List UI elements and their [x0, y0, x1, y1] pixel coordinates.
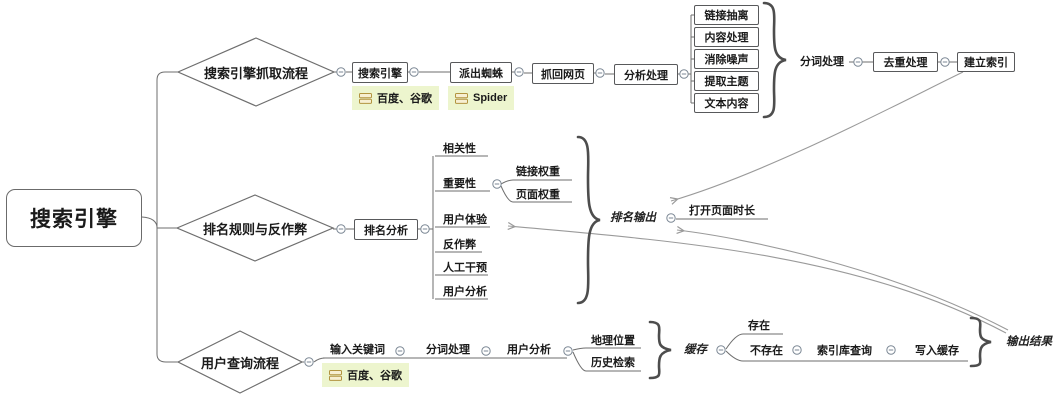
summary-topic-output-result[interactable]: 输出结果	[1006, 334, 1052, 348]
collapse-icon[interactable]	[481, 346, 491, 356]
branch-topic-crawl-process-label: 搜索引擎抓取流程	[203, 65, 308, 81]
topic-dedup[interactable]: 去重处理	[873, 52, 938, 72]
topic-word-segmentation-query[interactable]: 分词处理	[426, 344, 470, 356]
branch-topic-ranking-rules-shape2[interactable]	[175, 194, 335, 262]
collapse-icon[interactable]	[409, 67, 419, 77]
label-spider[interactable]: Spider	[448, 86, 515, 110]
collapse-icon[interactable]	[679, 69, 689, 79]
collapse-icon[interactable]	[492, 179, 502, 189]
root-topic[interactable]: 搜索引擎	[6, 189, 142, 247]
topic-relevance[interactable]: 相关性	[443, 143, 476, 155]
summary-topic-rank-output[interactable]: 排名输出	[610, 210, 656, 224]
brace-analyze-children	[762, 1, 787, 119]
topic-build-index[interactable]: 建立索引	[957, 52, 1015, 72]
collapse-icon[interactable]	[304, 357, 314, 367]
topic-index-db-query[interactable]: 索引库查询	[817, 345, 872, 357]
topic-link-weight[interactable]: 链接权重	[516, 166, 560, 178]
collapse-icon[interactable]	[395, 346, 405, 356]
summary-topic-word-segmentation[interactable]: 分词处理	[800, 56, 844, 68]
brace-cache-chain	[969, 316, 992, 368]
collapse-icon[interactable]	[595, 68, 605, 78]
topic-input-keywords[interactable]: 输入关键词	[330, 344, 385, 356]
summary-topic-cache[interactable]: 缓存	[684, 342, 707, 356]
relationship-arrow-outputresult-to-rankoutput	[677, 230, 1009, 331]
collapse-icon[interactable]	[514, 67, 524, 77]
collapse-icon[interactable]	[940, 57, 950, 67]
label-icon	[329, 369, 342, 381]
collapse-icon[interactable]	[336, 67, 346, 77]
collapse-icon[interactable]	[792, 345, 802, 355]
topic-user-analysis-rank[interactable]: 用户分析	[443, 286, 487, 298]
label-baidu-google-2[interactable]: 百度、谷歌	[322, 363, 409, 387]
label-icon	[455, 92, 468, 104]
topic-cache-not-exists[interactable]: 不存在	[750, 345, 783, 357]
branch-topic-user-query-label: 用户查询流程	[200, 355, 279, 371]
topic-dispatch-spider[interactable]: 派出蜘蛛	[450, 62, 512, 83]
collapse-icon[interactable]	[886, 345, 896, 355]
connector-lines	[141, 14, 968, 372]
topic-manual-intervention[interactable]: 人工干预	[443, 262, 487, 274]
topic-user-analysis-query[interactable]: 用户分析	[507, 344, 551, 356]
collapse-icon[interactable]	[853, 57, 863, 67]
collapse-icon[interactable]	[666, 213, 676, 223]
label-text: 百度、谷歌	[347, 370, 402, 382]
branch-topic-user-query-shape[interactable]	[176, 330, 304, 394]
topic-anti-cheating[interactable]: 反作弊	[443, 239, 476, 251]
topic-analyze[interactable]: 分析处理	[614, 64, 678, 85]
topic-page-weight[interactable]: 页面权重	[516, 189, 560, 201]
topic-user-experience[interactable]: 用户体验	[443, 214, 487, 226]
topic-write-cache[interactable]: 写入缓存	[915, 345, 959, 357]
topic-search-engine[interactable]: 搜索引擎	[352, 62, 408, 83]
brace-rank-children	[576, 135, 601, 305]
branch-topic-crawl-process-shape[interactable]	[176, 37, 336, 107]
topic-history-search[interactable]: 历史检索	[591, 357, 635, 369]
topic-text-content[interactable]: 文本内容	[694, 93, 759, 113]
topic-geo-location[interactable]: 地理位置	[591, 335, 635, 347]
topic-extract-theme[interactable]: 提取主题	[694, 71, 759, 91]
label-text: Spider	[473, 92, 508, 104]
relationship-arrow-buildindex-to-rankoutput	[671, 71, 964, 201]
collapse-icons	[304, 57, 950, 367]
label-text: 百度、谷歌	[377, 93, 432, 105]
label-icon	[359, 92, 372, 104]
collapse-icon[interactable]	[716, 345, 726, 355]
label-baidu-google[interactable]: 百度、谷歌	[352, 86, 439, 110]
topic-open-page-duration[interactable]: 打开页面时长	[689, 205, 755, 217]
topic-fetch-pages[interactable]: 抓回网页	[532, 63, 594, 84]
collapse-icon[interactable]	[420, 224, 430, 234]
collapse-icon[interactable]	[336, 224, 346, 234]
topic-cache-exists[interactable]: 存在	[748, 320, 770, 332]
topic-link-extract[interactable]: 链接抽离	[694, 5, 759, 25]
topic-noise-removal[interactable]: 消除噪声	[694, 49, 759, 69]
collapse-icon[interactable]	[563, 346, 573, 356]
topic-content-process[interactable]: 内容处理	[694, 27, 759, 47]
topic-importance[interactable]: 重要性	[443, 178, 476, 190]
topic-rank-analysis[interactable]: 排名分析	[354, 219, 418, 240]
branch-topic-ranking-rules-label: 排名规则与反作弊	[202, 221, 307, 237]
brace-user-analysis-children	[648, 320, 672, 380]
relationship-arrow-outputresult-to-userexperience	[508, 226, 1007, 334]
